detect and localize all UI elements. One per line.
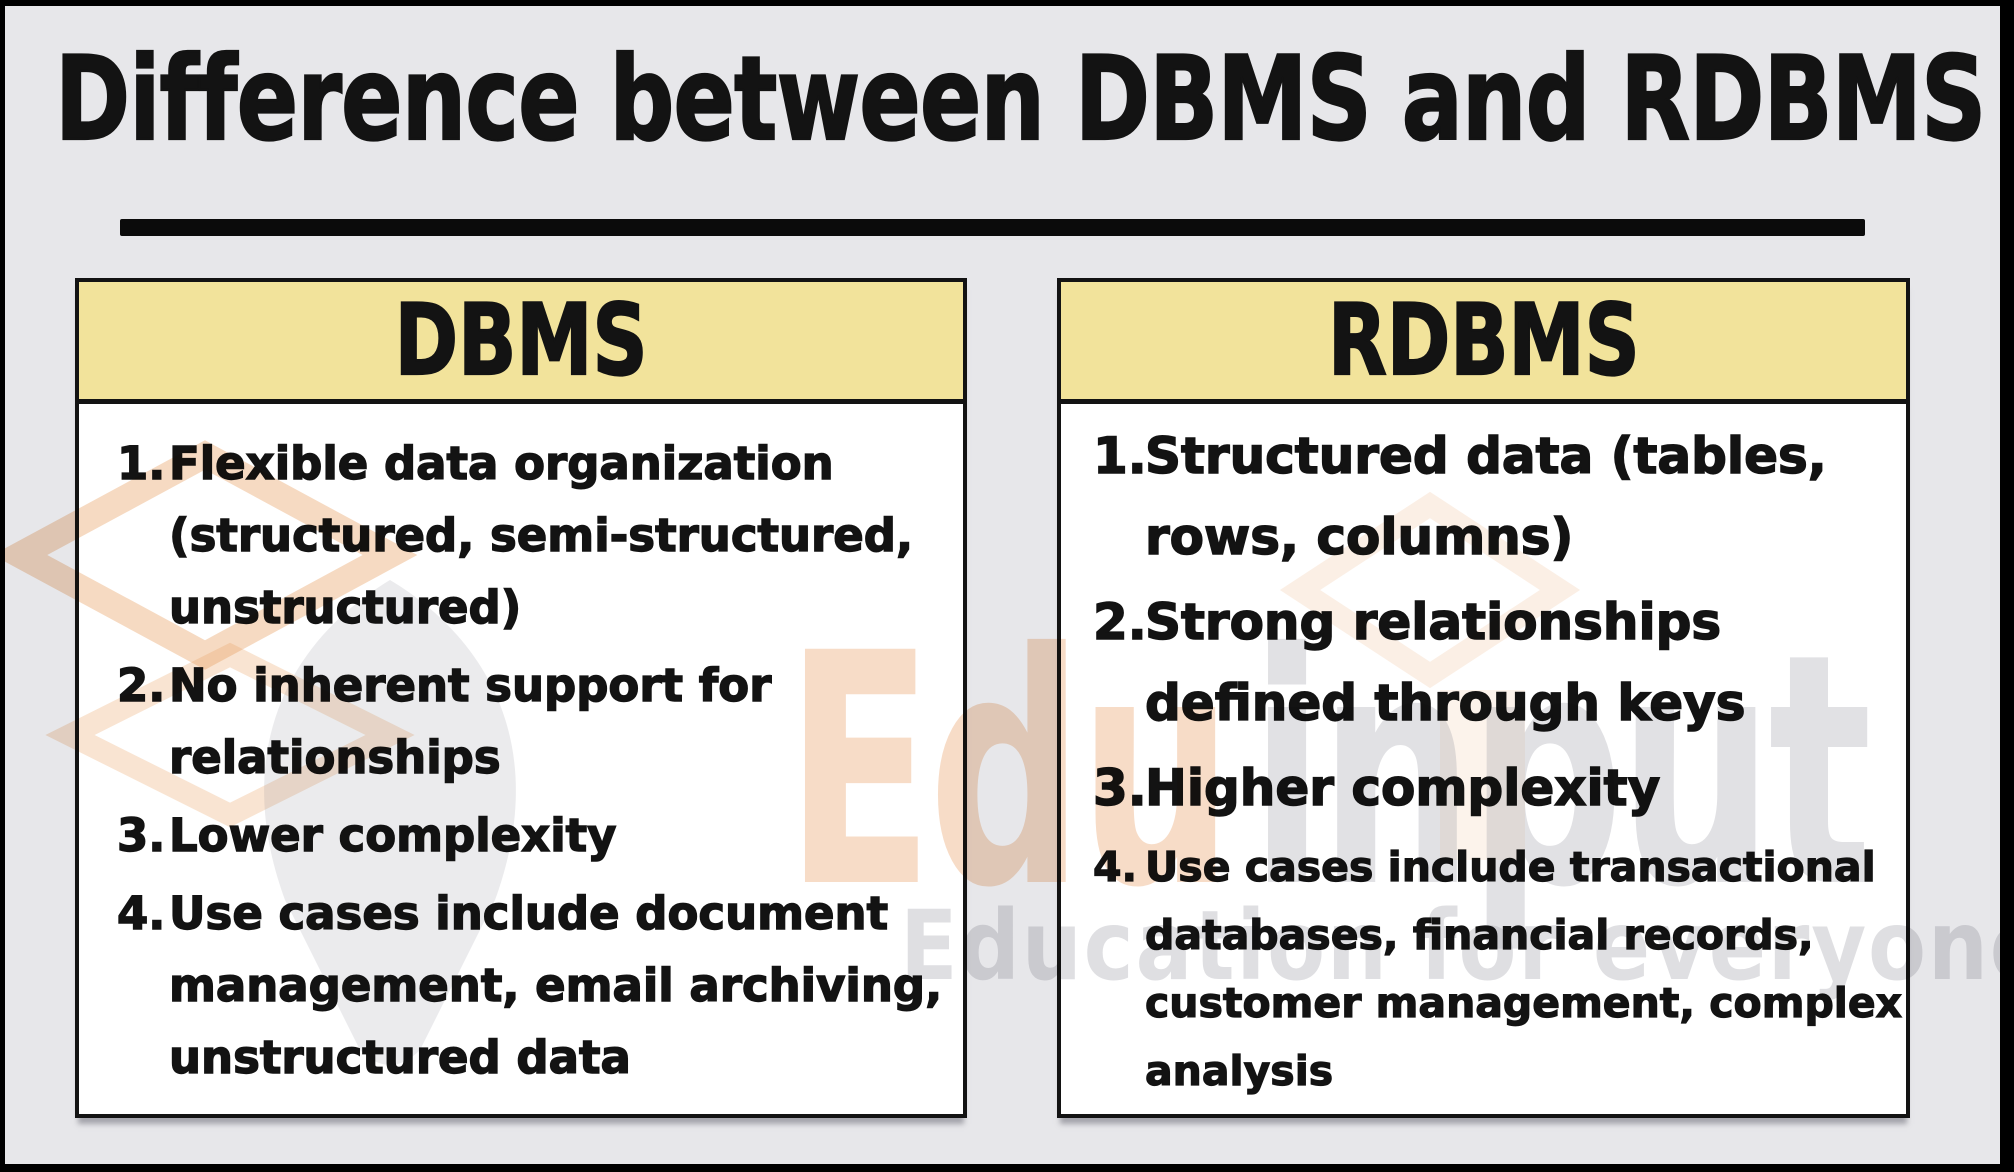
- item-text: Lower complexity: [168, 808, 617, 862]
- rdbms-list: 1. Structured data (tables, rows, column…: [1061, 404, 1906, 1105]
- item-text: Strong relationships defined through key…: [1144, 592, 1746, 733]
- list-item: 4. Use cases include document management…: [116, 878, 943, 1094]
- dbms-header-label: DBMS: [394, 283, 649, 398]
- list-item: 2. Strong relationships defined through …: [1092, 582, 1892, 744]
- item-text: Structured data (tables, rows, columns): [1144, 426, 1827, 567]
- list-item: 2. No inherent support for relationships: [116, 650, 939, 794]
- page-title: Difference between DBMS and RDBMS: [54, 32, 1987, 167]
- dbms-list: 1. Flexible data organization (structure…: [79, 404, 963, 1094]
- dbms-panel: DBMS 1. Flexible data organization (stru…: [75, 278, 967, 1118]
- item-text: Use cases include transactional database…: [1144, 842, 1903, 1096]
- list-item: 4. Use cases include transactional datab…: [1092, 833, 1902, 1105]
- dbms-header: DBMS: [79, 282, 963, 404]
- item-text: Use cases include document management, e…: [168, 886, 943, 1084]
- item-number: 1.: [1092, 426, 1147, 486]
- item-text: Higher complexity: [1144, 758, 1661, 818]
- frame-border-top: [0, 0, 2014, 6]
- item-number: 3.: [1092, 758, 1147, 818]
- title-underline: [120, 219, 1865, 236]
- item-number: 3.: [116, 808, 166, 862]
- list-item: 1. Structured data (tables, rows, column…: [1092, 416, 1892, 578]
- item-number: 2.: [1092, 592, 1147, 652]
- rdbms-header: RDBMS: [1061, 282, 1906, 404]
- item-number: 4.: [1092, 842, 1138, 891]
- frame-border-bottom: [0, 1164, 2014, 1172]
- rdbms-header-label: RDBMS: [1327, 283, 1640, 398]
- item-number: 2.: [116, 658, 166, 712]
- list-item: 3. Lower complexity: [116, 800, 939, 872]
- item-text: Flexible data organization (structured, …: [168, 436, 914, 634]
- list-item: 3. Higher complexity: [1092, 748, 1892, 829]
- frame-border-left: [0, 0, 5, 1172]
- rdbms-panel: RDBMS 1. Structured data (tables, rows, …: [1057, 278, 1910, 1118]
- list-item: 1. Flexible data organization (structure…: [116, 428, 939, 644]
- frame-border-right: [2000, 0, 2014, 1172]
- item-text: No inherent support for relationships: [168, 658, 772, 784]
- item-number: 4.: [116, 886, 166, 940]
- item-number: 1.: [116, 436, 166, 490]
